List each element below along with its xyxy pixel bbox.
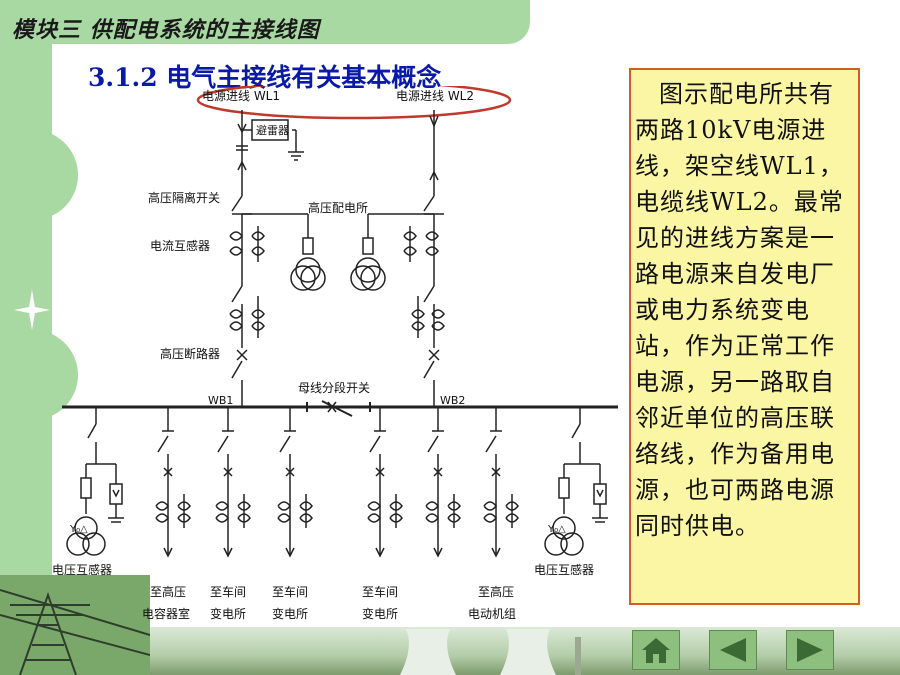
section-title: 3.1.2 电气主接线有关基本概念 [88,63,442,92]
label-hv-isolator: 高压隔离开关 [148,190,220,205]
next-slide-button[interactable] [786,630,834,670]
label-feeder5-line2: 电动机组 [468,607,516,621]
label-pt-delta-right: △ [558,524,566,535]
main-wiring-diagram: 电源进线 WL1 电源进线 WL2 避雷器 高压隔离开关 高压配电所 电流互感器… [52,86,618,621]
label-arrester: 避雷器 [256,123,289,137]
label-vt-left: 电压互感器 [52,562,112,577]
cooling-towers-graphic [400,629,581,675]
previous-slide-button[interactable] [709,630,757,670]
label-wb1: WB1 [208,394,233,407]
label-feeder5-line1: 至高压 [478,584,514,599]
header-title: 模块三 供配电系统的主接线图 [12,17,320,43]
label-pt-y0-left: Y₀ [69,524,80,535]
label-feeder1-line1: 至高压 [150,584,186,599]
label-feeder4-line2: 变电所 [362,606,398,621]
description-text: 图示配电所共有两路10kV电源进线，架空线WL1，电缆线WL2。最常见的进线方案… [635,80,844,540]
label-source-wl2: 电源进线 WL2 [396,89,474,103]
label-bus-section-switch: 母线分段开关 [298,380,370,395]
power-tower-graphic [0,575,150,675]
label-feeder1-line2: 电容器室 [142,606,190,621]
highlight-ellipse [196,86,512,120]
description-box: 图示配电所共有两路10kV电源进线，架空线WL1，电缆线WL2。最常见的进线方案… [629,68,860,605]
triangle-right-icon [797,638,823,662]
label-pt-y0-right: Y₀ [547,524,558,535]
sparkle-icon [14,290,50,330]
triangle-left-icon [720,638,746,662]
label-feeder3-line2: 变电所 [272,606,308,621]
label-feeder2-line1: 至车间 [210,584,246,599]
label-vt-right: 电压互感器 [534,562,594,577]
header-banner [0,0,530,44]
label-hv-substation: 高压配电所 [308,200,368,215]
label-hv-breaker: 高压断路器 [160,346,220,361]
label-feeder4-line1: 至车间 [362,584,398,599]
home-icon [642,638,670,663]
label-feeder3-line1: 至车间 [272,584,308,599]
label-feeder2-line2: 变电所 [210,606,246,621]
home-button[interactable] [632,630,680,670]
label-source-wl1: 电源进线 WL1 [202,89,280,103]
label-wb2: WB2 [440,394,465,407]
label-pt-delta-left: △ [80,524,88,535]
label-current-transformer: 电流互感器 [150,238,210,253]
